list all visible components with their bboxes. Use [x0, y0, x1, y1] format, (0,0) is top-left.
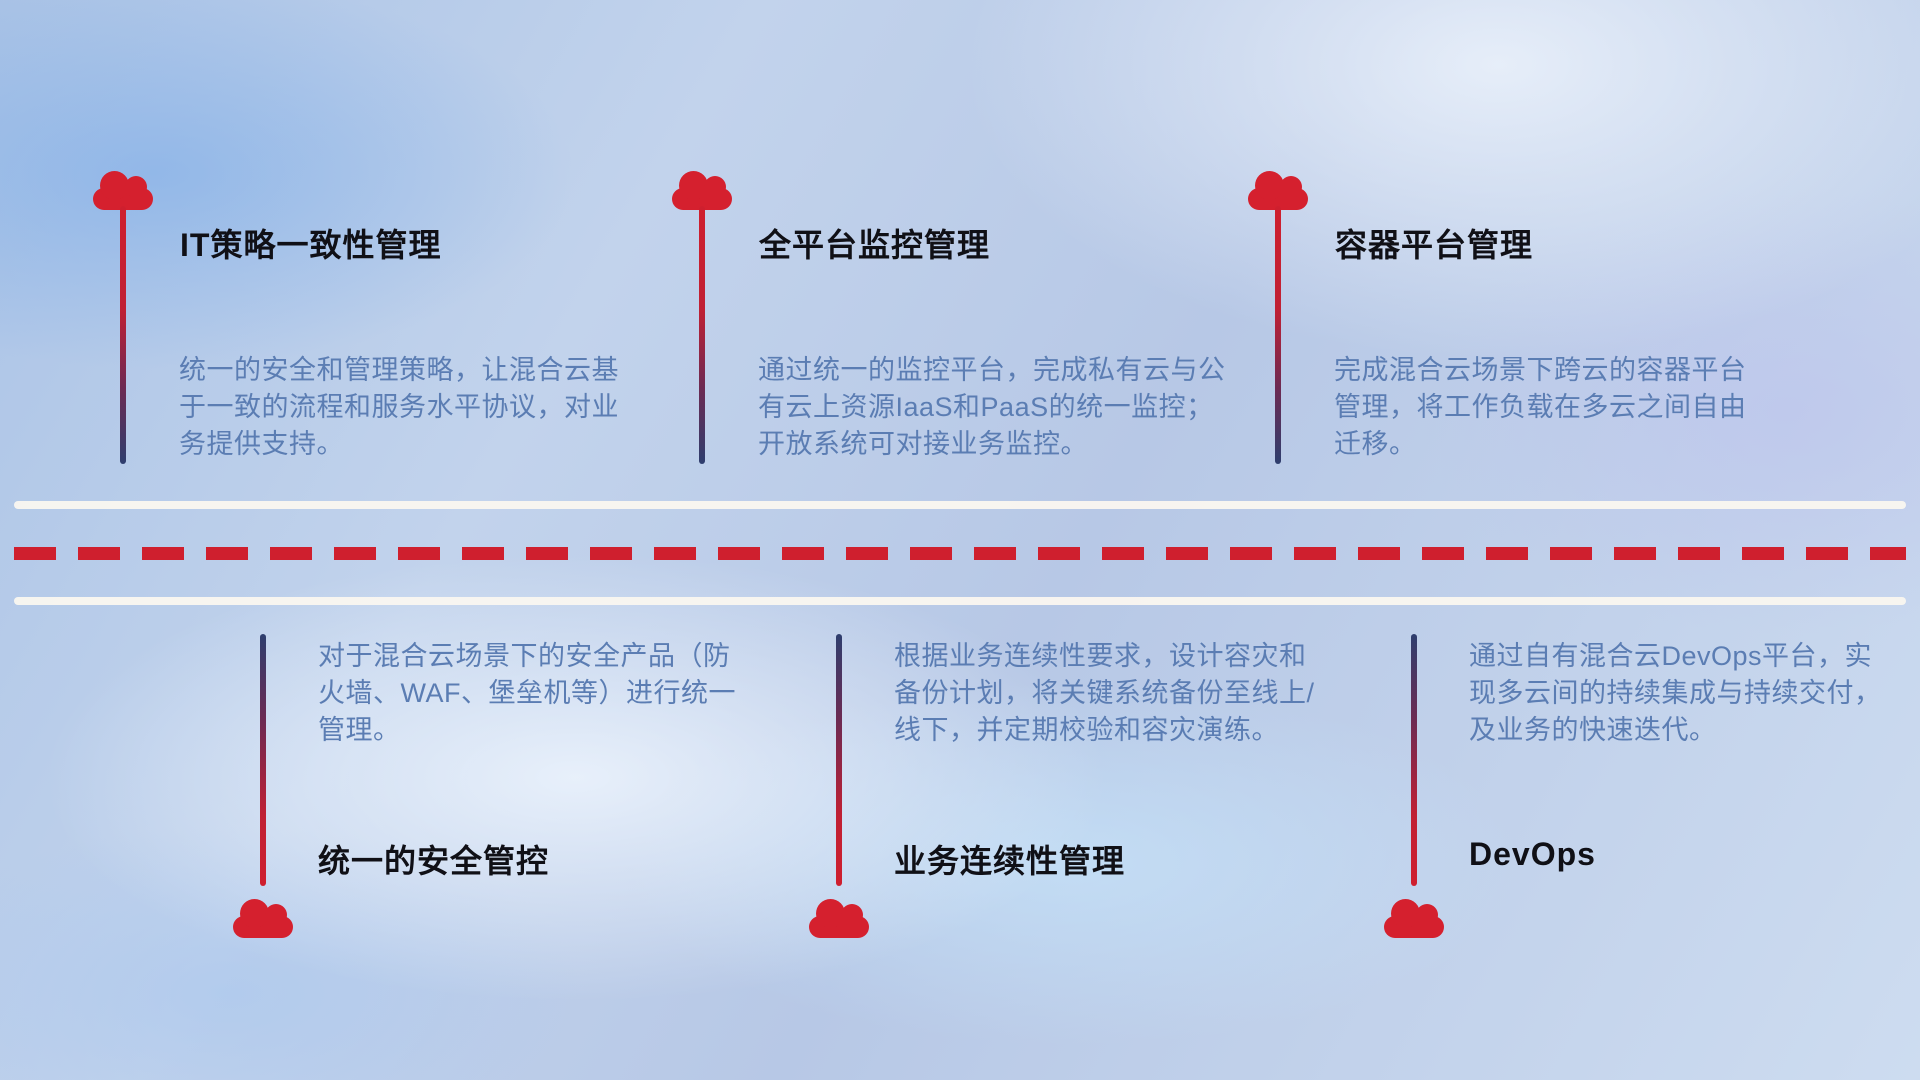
feature-description: 统一的安全和管理策略，让混合云基于一致的流程和服务水平协议，对业务提供支持。	[179, 355, 619, 459]
cloud-icon	[672, 171, 732, 210]
feature-description: 根据业务连续性要求，设计容灾和备份计划，将关键系统备份至线上/线下，并定期校验和…	[894, 641, 1315, 745]
feature-title: 全平台监控管理	[759, 227, 991, 263]
connector-line	[699, 206, 705, 464]
cloud-icon	[93, 171, 153, 210]
road-dashed-center-line	[14, 547, 1906, 560]
feature-title: 容器平台管理	[1335, 227, 1534, 263]
feature-description: 完成混合云场景下跨云的容器平台管理，将工作负载在多云之间自由迁移。	[1334, 355, 1747, 459]
feature-description: 通过统一的监控平台，完成私有云与公有云上资源IaaS和PaaS的统一监控；开放系…	[758, 355, 1226, 459]
connector-line	[120, 206, 126, 464]
connector-line	[836, 634, 842, 886]
feature-description: 对于混合云场景下的安全产品（防火墙、WAF、堡垒机等）进行统一管理。	[318, 641, 736, 745]
connector-line	[1411, 634, 1417, 886]
feature-title: 业务连续性管理	[894, 843, 1126, 879]
road-line-bottom	[14, 597, 1906, 605]
cloud-icon	[1248, 171, 1308, 210]
cloud-icon	[233, 899, 293, 938]
feature-description: 通过自有混合云DevOps平台，实现多云间的持续集成与持续交付，及业务的快速迭代…	[1469, 641, 1882, 745]
feature-title: DevOps	[1469, 836, 1596, 872]
road-line-top	[14, 501, 1906, 509]
feature-title: IT策略一致性管理	[180, 227, 442, 263]
connector-line	[260, 634, 266, 886]
cloud-icon	[809, 899, 869, 938]
connector-line	[1275, 206, 1281, 464]
feature-title: 统一的安全管控	[318, 843, 550, 879]
cloud-icon	[1384, 899, 1444, 938]
